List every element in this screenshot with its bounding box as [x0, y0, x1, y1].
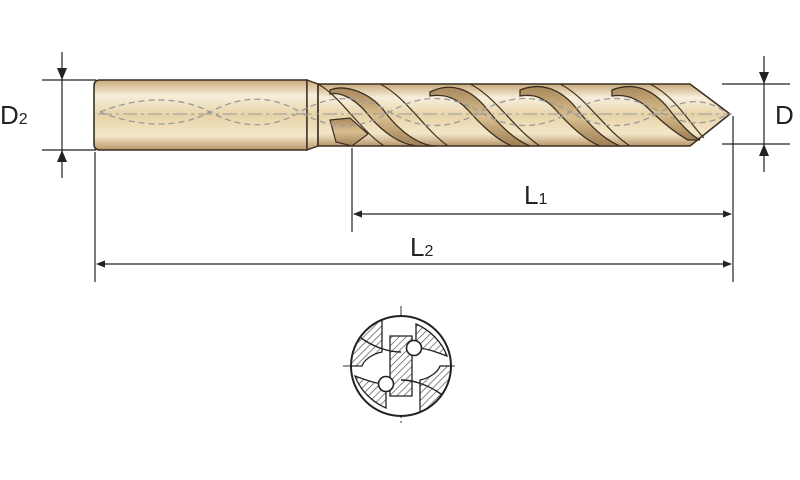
label-l1-letter: L [524, 180, 538, 210]
flute-groove-2 [429, 86, 531, 147]
label-d: D [775, 100, 794, 130]
coolant-hole-upper [405, 339, 423, 357]
d2-arrow-top [57, 68, 67, 80]
drill-flutes [329, 86, 701, 147]
flute-groove-1 [329, 87, 437, 147]
label-d2-subscript: 2 [19, 111, 28, 128]
drill-body [93, 79, 732, 151]
drill-neck [306, 79, 319, 151]
dimension-l1: L1 [351, 116, 734, 232]
section-hatched-material [350, 319, 452, 413]
label-d2: D2 [0, 100, 28, 130]
coolant-hole-lower [377, 375, 395, 393]
dimension-d2: D2 [0, 52, 96, 178]
d2-arrow-bottom [57, 150, 67, 162]
flute-groove-4 [611, 86, 701, 141]
label-l1-subscript: 1 [538, 191, 547, 208]
label-l1: L1 [524, 180, 547, 210]
helix-dashed-lines [99, 97, 729, 127]
d-arrow-bottom [759, 144, 769, 156]
dimension-l2: L2 [94, 152, 734, 282]
section-flute-edges [360, 337, 442, 395]
d-arrow-top [759, 72, 769, 84]
cross-section-view [343, 306, 458, 426]
label-d2-letter: D [0, 100, 19, 130]
flute-groove-3 [519, 86, 621, 147]
label-l2: L2 [410, 232, 433, 262]
drill-shank [93, 79, 308, 151]
label-l2-subscript: 2 [424, 243, 433, 260]
flute-runout [329, 117, 369, 147]
label-l2-letter: L [410, 232, 424, 262]
